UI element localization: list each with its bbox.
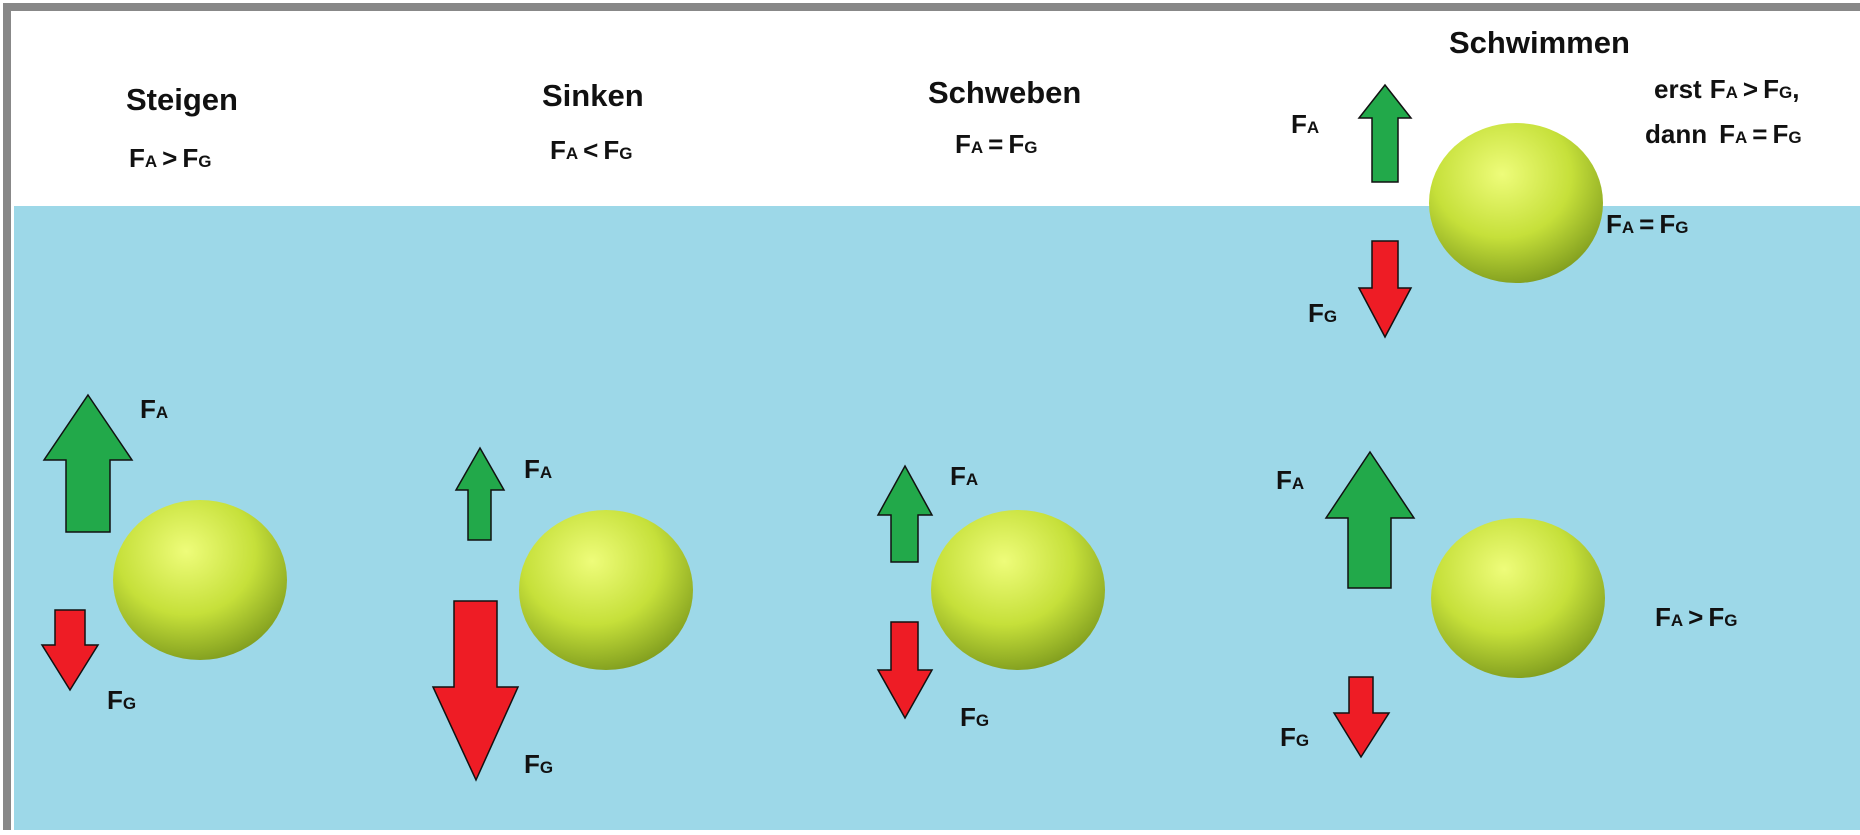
panel-title-schwimmen: Schwimmen [1449, 25, 1630, 60]
ball-body [519, 510, 693, 670]
surface-state-label: FA=FG [1606, 209, 1688, 239]
label-weight-force: FG [524, 749, 553, 779]
label-weight-force: FG [107, 685, 136, 715]
condition-steigen: FA>FG [129, 143, 211, 173]
label-buoyancy-force: FA [950, 461, 978, 491]
floating-ball-body [1429, 123, 1603, 283]
panel-schweben: Schweben FA=FG FA FG [876, 75, 1105, 732]
weight-force-down-arrow [40, 609, 100, 692]
weight-force-down-arrow [431, 600, 520, 782]
label-buoyancy-force: FA [1276, 465, 1304, 495]
panel-title-sinken: Sinken [542, 78, 644, 113]
label-buoyancy-force: FA [1291, 109, 1319, 139]
buoyancy-force-up-arrow [1324, 450, 1416, 589]
label-buoyancy-force: FA [524, 454, 552, 484]
buoyancy-force-up-arrow [1357, 83, 1413, 183]
condition-schweben: FA=FG [955, 129, 1037, 159]
diagram-frame [3, 3, 1860, 835]
panel-title-steigen: Steigen [126, 82, 238, 117]
panel-sinken: Sinken FA<FG FA FG [431, 78, 693, 782]
submerged-state-label: FA>FG [1655, 602, 1737, 632]
condition-sinken: FA<FG [550, 135, 632, 165]
label-weight-force: FG [1308, 298, 1337, 328]
buoyancy-force-up-arrow [876, 464, 934, 563]
submerged-ball-body [1431, 518, 1605, 678]
label-weight-force: FG [1280, 722, 1309, 752]
weight-force-down-arrow [1332, 676, 1391, 759]
buoyancy-force-up-arrow [42, 393, 134, 533]
weight-force-down-arrow [1357, 240, 1413, 339]
panel-title-schweben: Schweben [928, 75, 1081, 110]
panel-steigen: Steigen FA>FG FA FG [40, 82, 287, 715]
weight-force-down-arrow [876, 621, 934, 720]
label-weight-force: FG [960, 702, 989, 732]
ball-body [113, 500, 287, 660]
ball-body [931, 510, 1105, 670]
label-buoyancy-force: FA [140, 394, 168, 424]
buoyancy-force-up-arrow [454, 446, 506, 541]
water-area [14, 206, 1860, 830]
